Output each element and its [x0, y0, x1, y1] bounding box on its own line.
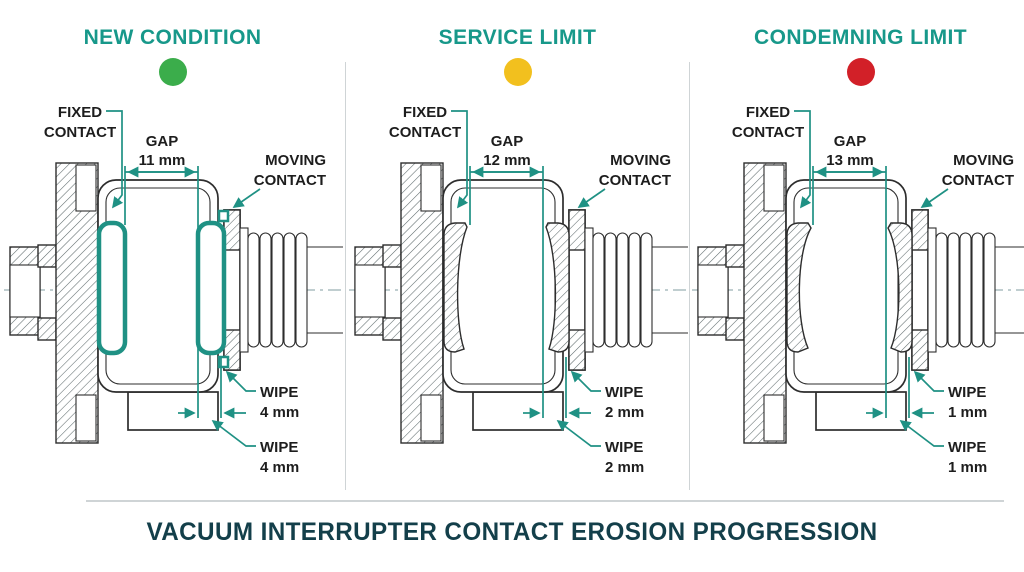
wipe-lower-value: 2 mm — [605, 459, 644, 476]
leader-wipe-upper — [225, 370, 256, 392]
leader-fixed-contact — [794, 110, 812, 209]
fixed-contact-label-line1: FIXED — [746, 104, 790, 121]
panel-divider — [345, 62, 346, 490]
gap-label: GAP — [146, 133, 179, 150]
fixed-flange — [743, 162, 787, 444]
fixed-flange — [400, 162, 444, 444]
vacuum-envelope — [97, 179, 219, 431]
leader-fixed-contact — [451, 110, 469, 209]
gap-label: GAP — [834, 133, 867, 150]
panel-title: CONDEMNING LIMIT — [754, 26, 967, 49]
moving-terminal-disc — [911, 209, 937, 371]
panel-service-limit: SERVICE LIMIT — [347, 0, 688, 505]
gap-value: 11 mm — [139, 152, 186, 169]
wipe-lower-label: WIPE — [948, 439, 986, 456]
gap-value: 12 mm — [483, 152, 531, 169]
moving-contact-label-line2: CONTACT — [599, 172, 671, 189]
moving-contact-label-line2: CONTACT — [254, 172, 326, 189]
leader-moving-contact — [920, 188, 949, 208]
panel-title: NEW CONDITION — [83, 26, 262, 49]
fixed-contact-label-line1: FIXED — [58, 104, 102, 121]
leader-wipe-upper — [913, 370, 944, 392]
gap-value: 13 mm — [826, 152, 874, 169]
leader-moving-contact — [232, 188, 261, 208]
moving-contact-label-line1: MOVING — [610, 152, 671, 169]
wipe-upper-label: WIPE — [605, 384, 643, 401]
wipe-upper-value: 4 mm — [260, 404, 299, 421]
wipe-upper-label: WIPE — [260, 384, 298, 401]
gap-dimension — [812, 166, 910, 418]
wipe-upper-value: 2 mm — [605, 404, 644, 421]
fixed-stem — [9, 244, 57, 341]
leader-moving-contact — [577, 188, 606, 208]
vacuum-envelope — [785, 179, 907, 431]
moving-contact-label-line1: MOVING — [265, 152, 326, 169]
fixed-stem — [697, 244, 745, 341]
moving-contact-label-line1: MOVING — [953, 152, 1014, 169]
wipe-upper-label: WIPE — [948, 384, 986, 401]
fixed-flange — [55, 162, 99, 444]
moving-terminal-disc — [223, 209, 249, 371]
status-dot-yellow-icon — [503, 58, 532, 86]
panel-condemning-limit: CONDEMNING LIMIT — [690, 0, 1024, 505]
status-dot-green-icon — [158, 58, 187, 86]
leader-wipe-lower — [211, 419, 256, 447]
fixed-contact-label-line1: FIXED — [403, 104, 447, 121]
bellows — [592, 232, 688, 348]
wipe-lower-value: 4 mm — [260, 459, 299, 476]
fixed-stem — [354, 244, 402, 341]
leader-wipe-lower — [556, 419, 601, 447]
bellows — [935, 232, 1024, 348]
contacts-severely-eroded — [786, 222, 913, 353]
page-title: VACUUM INTERRUPTER CONTACT EROSION PROGR… — [146, 518, 878, 546]
gap-label: GAP — [491, 133, 524, 150]
status-dot-red-icon — [846, 58, 875, 86]
fixed-contact-label-line2: CONTACT — [732, 124, 804, 141]
wipe-lower-value: 1 mm — [948, 459, 987, 476]
interrupter-cross-section-new: FIXED CONTACT GAP 11 mm MOVING CONTACT W… — [4, 104, 343, 476]
interrupter-cross-section-service-limit: FIXED CONTACT GAP 12 mm MOVING CONTACT W… — [349, 104, 688, 476]
interrupter-cross-section-condemning-limit: FIXED CONTACT GAP 13 mm MOVING CONTACT W… — [692, 104, 1024, 476]
wipe-upper-value: 1 mm — [948, 404, 987, 421]
contacts-eroded — [443, 222, 570, 353]
panel-new-condition: NEW CONDITION — [2, 0, 343, 505]
contacts-new — [96, 209, 230, 369]
leader-fixed-contact — [106, 110, 124, 209]
panel-title: SERVICE LIMIT — [438, 26, 597, 49]
fixed-contact-label-line2: CONTACT — [389, 124, 461, 141]
leader-wipe-upper — [570, 370, 601, 392]
wipe-lower-label: WIPE — [605, 439, 643, 456]
panel-divider — [689, 62, 690, 490]
leader-wipe-lower — [899, 419, 944, 447]
moving-terminal-disc — [568, 209, 594, 371]
vacuum-envelope — [442, 179, 564, 431]
gap-dimension — [124, 166, 222, 418]
wipe-lower-label: WIPE — [260, 439, 298, 456]
gap-dimension — [469, 166, 567, 418]
moving-contact-label-line2: CONTACT — [942, 172, 1014, 189]
bellows — [247, 232, 343, 348]
fixed-contact-label-line2: CONTACT — [44, 124, 116, 141]
footer-divider — [86, 500, 1004, 502]
